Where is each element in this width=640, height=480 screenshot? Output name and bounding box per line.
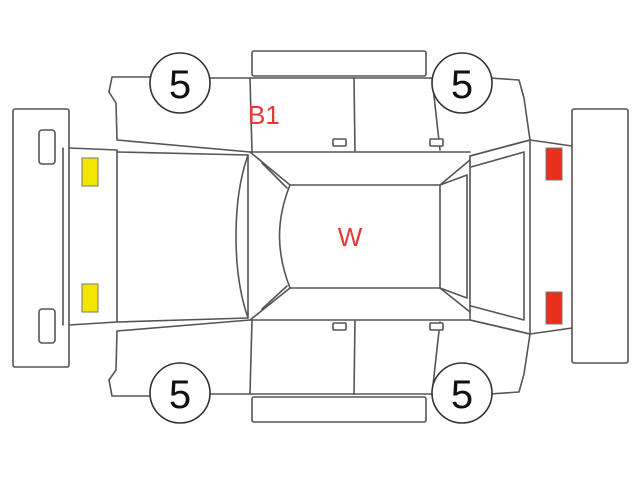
right-side-body — [108, 319, 531, 397]
tire-front-right-label: 5 — [169, 373, 191, 417]
damage-mark-left-side: B1 — [248, 100, 280, 130]
tire-rear-right: 5 — [431, 362, 493, 424]
tire-front-left-label: 5 — [169, 63, 191, 107]
cabin-top — [235, 151, 471, 321]
tire-rear-left-label: 5 — [451, 63, 473, 107]
tire-rear-left: 5 — [431, 52, 493, 114]
left-side-body — [108, 72, 531, 157]
tire-front-left: 5 — [149, 52, 211, 114]
trunk — [469, 139, 573, 335]
taillamp-right — [545, 291, 563, 325]
damage-mark-roof: W — [338, 222, 363, 252]
tire-rear-right-label: 5 — [451, 373, 473, 417]
taillamp-left — [545, 147, 563, 181]
left-sill — [251, 50, 427, 77]
rear-bumper — [571, 108, 629, 364]
headlamp-left — [81, 157, 99, 187]
headlamp-right — [81, 283, 99, 313]
front-bumper — [12, 108, 70, 368]
tire-front-right: 5 — [149, 362, 211, 424]
right-sill — [251, 396, 427, 423]
hood — [62, 147, 249, 326]
